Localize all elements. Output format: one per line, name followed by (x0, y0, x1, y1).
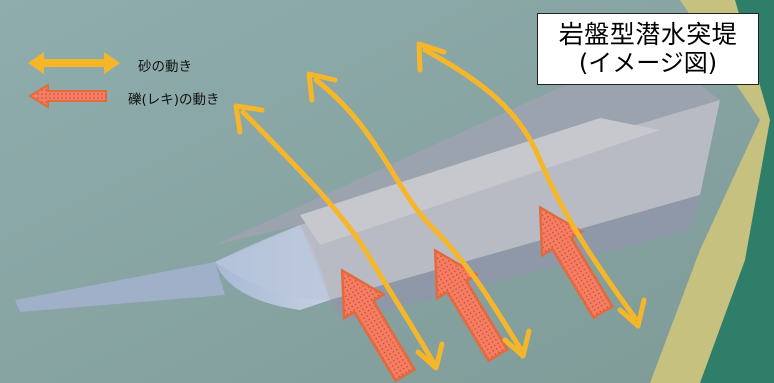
gravel-arrow-2 (433, 248, 510, 363)
sand-arrow-1 (233, 103, 445, 371)
legend-gravel-symbol (28, 83, 107, 109)
gravel-arrow-1 (340, 268, 417, 383)
title-sub: (イメージ図) (578, 48, 718, 77)
legend-gravel-label: 礫(レキ)の動き (128, 92, 220, 108)
title-box: 岩盤型潜水突堤 (イメージ図) (537, 13, 759, 85)
legend-sand-symbol (28, 52, 120, 74)
legend-sand-label: 砂の動き (138, 59, 192, 75)
gravel-arrow-3 (538, 205, 615, 320)
title-main: 岩盤型潜水突堤 (558, 19, 738, 49)
shore-green (700, 0, 774, 383)
breakwater (15, 70, 720, 322)
sand-arrow-2 (306, 71, 532, 359)
sand-arrow-3 (416, 41, 647, 329)
